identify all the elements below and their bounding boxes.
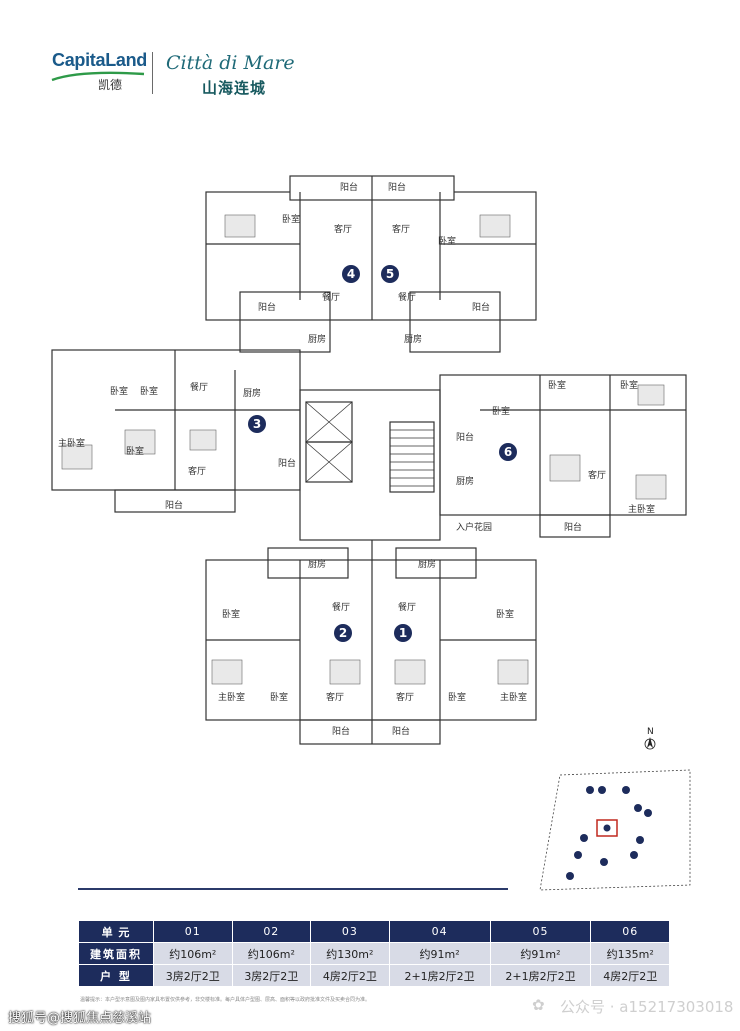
- table-cell: 03: [310, 920, 390, 943]
- room-label: 卧室: [140, 385, 158, 397]
- room-label: 阳台: [472, 301, 490, 313]
- table-row: 单 元 01 02 03 04 05 06: [78, 920, 670, 943]
- unit-badge-4: 4: [347, 267, 355, 281]
- table-cell: 4房2厅2卫: [310, 964, 390, 987]
- room-label: 客厅: [392, 223, 410, 235]
- room-label: 餐厅: [322, 291, 340, 303]
- table-cell: 01: [153, 920, 233, 943]
- table-cell: 3房2厅2卫: [231, 964, 312, 987]
- room-label: 厨房: [243, 387, 261, 399]
- citta-di-mare-logo: Città di Mare: [166, 52, 295, 74]
- unit-badge-3: 3: [253, 417, 261, 431]
- room-label: 卧室: [438, 235, 456, 247]
- room-label: 餐厅: [398, 291, 416, 303]
- table-cell: 约91m²: [489, 942, 592, 965]
- room-label: 卧室: [492, 405, 510, 417]
- table-row: 建筑面积 约106m² 约106m² 约130m² 约91m² 约91m² 约1…: [78, 942, 670, 965]
- table-cell: 05: [489, 920, 592, 943]
- room-label: 卧室: [110, 385, 128, 397]
- room-label: 卧室: [620, 379, 638, 391]
- logo-divider: [152, 52, 153, 94]
- table-row-label: 建筑面积: [78, 942, 154, 965]
- shanhai-liancheng-logo: 山海连城: [202, 79, 267, 97]
- table-header-label: 单 元: [78, 920, 154, 943]
- room-label: 厨房: [456, 475, 474, 487]
- room-label: 主卧室: [628, 503, 655, 515]
- room-label: 卧室: [126, 445, 144, 457]
- table-cell: 06: [590, 920, 670, 943]
- top-wing-outline: [205, 191, 537, 321]
- room-label: 阳台: [340, 181, 358, 193]
- room-label: 客厅: [334, 223, 352, 235]
- site-plan-highlight: [596, 819, 618, 837]
- unit-table: 单 元 01 02 03 04 05 06 建筑面积 约106m² 约106m²…: [78, 920, 670, 987]
- room-label: 厨房: [308, 333, 326, 345]
- table-cell: 4房2厅2卫: [590, 964, 670, 987]
- room-label: 主卧室: [500, 691, 527, 703]
- unit-badge-6: 6: [504, 445, 512, 459]
- bottom-rule: [78, 888, 508, 890]
- room-label: 阳台: [165, 499, 183, 511]
- room-label: 卧室: [548, 379, 566, 391]
- room-label: 卧室: [448, 691, 466, 703]
- watermark-sohu: 搜狐号@搜狐焦点慈溪站: [8, 1011, 152, 1026]
- room-label: 餐厅: [398, 601, 416, 613]
- compass-icon: N: [644, 727, 656, 750]
- room-label: 客厅: [396, 691, 414, 703]
- table-cell: 02: [231, 920, 312, 943]
- unit-badge-5: 5: [386, 267, 394, 281]
- wechat-icon: ✿: [532, 996, 545, 1014]
- table-cell: 约91m²: [388, 942, 491, 965]
- table-cell: 2+1房2厅2卫: [489, 964, 592, 987]
- site-plan-buildings: [566, 786, 652, 880]
- disclaimer-text: 温馨提示：本户型示意图及图内家具布置仅供参考，非交楼标准。每户具体户型图、层高、…: [80, 997, 371, 1003]
- table-cell: 2+1房2厅2卫: [388, 964, 491, 987]
- capitaland-logo: CapitaLand: [52, 50, 148, 70]
- room-label: 卧室: [270, 691, 288, 703]
- room-label: 阳台: [278, 457, 296, 469]
- room-label: 主卧室: [58, 437, 85, 449]
- capitaland-swoosh-icon: [51, 71, 145, 82]
- table-cell: 约135m²: [590, 942, 670, 965]
- room-label: 卧室: [222, 608, 240, 620]
- capitaland-cn-logo: 凯德: [98, 78, 123, 92]
- room-label: 客厅: [588, 469, 606, 481]
- table-row: 户 型 3房2厅2卫 3房2厅2卫 4房2厅2卫 2+1房2厅2卫 2+1房2厅…: [78, 964, 670, 987]
- unit-badge-1: 1: [399, 626, 407, 640]
- room-label: 餐厅: [190, 381, 208, 393]
- unit-badge-2: 2: [339, 626, 347, 640]
- table-row-label: 户 型: [78, 964, 154, 987]
- room-label: 阳台: [332, 725, 350, 737]
- room-label: 阳台: [392, 725, 410, 737]
- table-cell: 约130m²: [310, 942, 390, 965]
- room-label: 厨房: [404, 333, 422, 345]
- room-label: 客厅: [188, 465, 206, 477]
- room-label: 厨房: [308, 558, 326, 570]
- room-label: 主卧室: [218, 691, 245, 703]
- table-cell: 约106m²: [231, 942, 312, 965]
- room-label: 厨房: [418, 558, 436, 570]
- table-cell: 3房2厅2卫: [153, 964, 233, 987]
- site-plan: [539, 769, 691, 891]
- room-label: 阳台: [564, 521, 582, 533]
- room-label: 餐厅: [332, 601, 350, 613]
- room-label: 卧室: [282, 213, 300, 225]
- room-label: 卧室: [496, 608, 514, 620]
- table-cell: 约106m²: [153, 942, 233, 965]
- table-cell: 04: [388, 920, 491, 943]
- room-label: 客厅: [326, 691, 344, 703]
- core-outline: [299, 389, 441, 541]
- room-label: 阳台: [388, 181, 406, 193]
- room-label: 阳台: [258, 301, 276, 313]
- watermark-official-account: 公众号 · a15217303018: [560, 998, 734, 1016]
- room-label: 阳台: [456, 431, 474, 443]
- compass-north-label: N: [647, 727, 654, 737]
- room-label: 入户花园: [456, 521, 492, 533]
